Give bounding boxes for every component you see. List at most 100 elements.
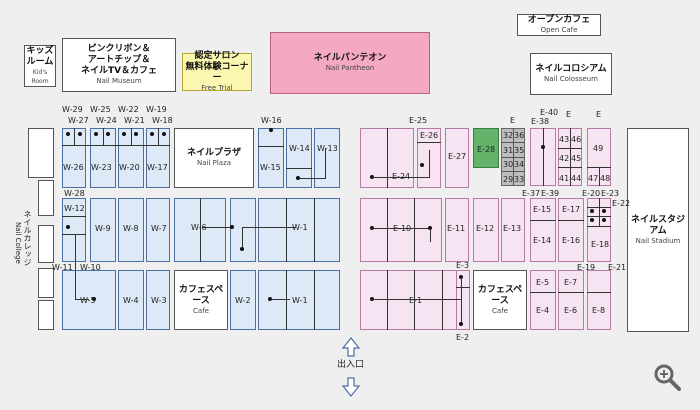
booth-e-26[interactable] [417, 128, 441, 188]
label-w-10: W-10 [80, 263, 101, 272]
booth-35: 35 [514, 146, 525, 155]
label-w-27: W-27 [68, 116, 89, 125]
nail-stadium[interactable]: ネイルスタジアム Nail Stadium [627, 128, 689, 332]
label-e-a: E [510, 116, 516, 125]
label-w-23: W-23 [91, 163, 112, 172]
label-w-7: W-7 [151, 224, 167, 233]
cafe-east-en: Cafe [492, 306, 508, 315]
open-cafe-jp: オープンカフェ [527, 15, 591, 25]
nail-museum[interactable]: ピンクリボン＆ アートチップ＆ ネイルTV＆カフェ Nail Museum [62, 38, 176, 92]
label-w-4: W-4 [123, 296, 139, 305]
booth-45: 45 [571, 154, 582, 163]
nail-stadium-jp: ネイルスタジアム [630, 214, 685, 236]
booth-34: 34 [514, 160, 525, 169]
booth-e-6-7[interactable] [558, 270, 584, 330]
label-e-18: E-18 [591, 240, 610, 249]
booth-43: 43 [559, 135, 570, 144]
booth-47: 47 [588, 174, 599, 183]
label-w-5: W-5 [80, 296, 96, 305]
magnifier-plus-icon[interactable] [652, 362, 682, 392]
label-e-21: E-21 [608, 263, 627, 272]
label-e-26: E-26 [420, 131, 439, 140]
label-e-5: E-5 [536, 278, 550, 287]
booth-w-12[interactable] [62, 198, 86, 262]
booth-w-4[interactable] [118, 270, 144, 330]
booth-w-3[interactable] [146, 270, 170, 330]
label-w-12: W-12 [64, 204, 85, 213]
booth-42: 42 [559, 154, 570, 163]
label-e-38: E-38 [531, 117, 550, 126]
booth-e-16-17[interactable] [558, 198, 584, 262]
booth-e-8[interactable] [587, 270, 611, 330]
kids-room[interactable]: キッズ ルーム Kid's Room [24, 45, 56, 87]
booth-w-2[interactable] [230, 270, 256, 330]
nail-colosseum[interactable]: ネイルコロシアム Nail Colosseum [530, 53, 612, 95]
label-e-39: E-39 [541, 189, 560, 198]
label-w-29: W-29 [62, 105, 83, 114]
label-w-26: W-26 [63, 163, 84, 172]
nail-museum-en: Nail Museum [96, 77, 142, 85]
label-e-19: E-19 [577, 263, 596, 272]
booth-e-27[interactable] [445, 128, 469, 188]
booth-33: 33 [514, 175, 525, 184]
nail-plaza[interactable]: ネイルプラザ Nail Plaza [174, 128, 254, 188]
booth-e-11[interactable] [445, 198, 469, 262]
label-e-4: E-4 [536, 306, 550, 315]
booth-w-17[interactable] [146, 128, 170, 188]
label-e-20: E-20 [582, 189, 601, 198]
nail-stadium-en: Nail Stadium [635, 236, 681, 245]
label-w-1a: W-1 [292, 223, 308, 232]
label-w-16: W-16 [261, 116, 282, 125]
cafe-space-west[interactable]: カフェスペース Cafe [174, 270, 228, 330]
label-e-8: E-8 [592, 306, 606, 315]
label-w-13: W-13 [317, 144, 338, 153]
kids-room-jp: キッズ ルーム [26, 46, 54, 67]
nail-plaza-en: Nail Plaza [196, 159, 232, 167]
label-w-11: W-11 [52, 263, 73, 272]
booth-30: 30 [503, 160, 514, 169]
nail-pantheon[interactable]: ネイルパンテオン Nail Pantheon [270, 32, 430, 94]
open-cafe[interactable]: オープンカフェ Open Cafe [517, 14, 601, 36]
booth-44: 44 [571, 174, 582, 183]
booth-w-6b[interactable] [230, 198, 256, 262]
booth-w-5[interactable] [62, 270, 116, 330]
label-w-8: W-8 [123, 224, 139, 233]
nail-colosseum-en: Nail Colosseum [544, 75, 598, 83]
label-w-18: W-18 [152, 116, 173, 125]
label-e-3: E-3 [456, 261, 470, 270]
label-w-14: W-14 [289, 144, 310, 153]
booth-e-12[interactable] [473, 198, 499, 262]
booth-e-10[interactable] [360, 198, 442, 262]
college-room-1 [28, 128, 54, 178]
booth-e-14-15[interactable] [530, 198, 556, 262]
booth-e-28[interactable] [473, 128, 499, 168]
booth-e-13[interactable] [501, 198, 525, 262]
booth-29: 29 [503, 175, 514, 184]
booth-41: 41 [559, 174, 570, 183]
booth-e-1[interactable] [360, 270, 470, 330]
booth-w-13[interactable] [314, 128, 340, 188]
booth-w-8[interactable] [118, 198, 144, 262]
label-e-27: E-27 [448, 152, 467, 161]
nail-college-jp: ネイルカレッジ [23, 210, 32, 266]
booth-w-1a[interactable] [258, 198, 340, 262]
label-w-15: W-15 [260, 163, 281, 172]
label-e-37: E-37 [522, 189, 541, 198]
label-e-c: E [596, 110, 602, 119]
booth-e-4-5[interactable] [530, 270, 556, 330]
free-trial-corner[interactable]: 認定サロン 無料体験コーナー Free Trial [182, 51, 252, 92]
booth-w-7[interactable] [146, 198, 170, 262]
label-e-24: E-24 [392, 172, 411, 181]
booth-48: 48 [600, 174, 611, 183]
booth-w-15[interactable] [258, 128, 284, 188]
cafe-west-jp: カフェスペース [178, 284, 224, 306]
entrance-label: 出入口 [337, 360, 365, 370]
label-e-15: E-15 [533, 205, 552, 214]
booth-31: 31 [503, 146, 514, 155]
label-w-2: W-2 [235, 296, 251, 305]
label-w-6: W-6 [191, 223, 207, 232]
label-w-28: W-28 [64, 189, 85, 198]
cafe-space-east[interactable]: カフェスペース Cafe [473, 270, 527, 330]
booth-w-9[interactable] [90, 198, 116, 262]
booth-e-2-3[interactable] [456, 270, 470, 330]
